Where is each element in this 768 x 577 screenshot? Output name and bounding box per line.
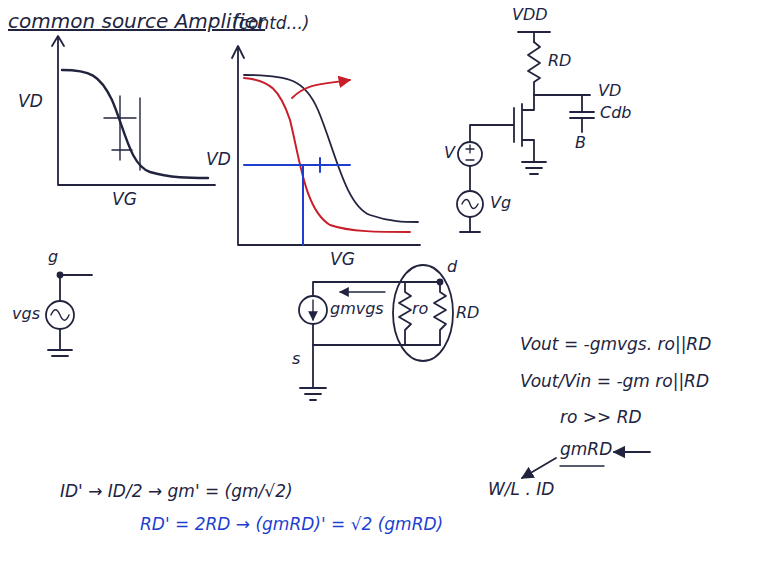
- signal-source: [46, 301, 74, 329]
- source-wave: [51, 310, 69, 321]
- equation: ro >> RD: [560, 408, 642, 428]
- current-arrow: [312, 300, 313, 320]
- ground-symbol: [48, 329, 72, 356]
- shift-arrow: [292, 80, 350, 98]
- underline: [560, 465, 604, 466]
- ground-symbol: [522, 162, 546, 174]
- supply-rail: [518, 32, 550, 42]
- gate-wire: [60, 275, 92, 301]
- resistor-label: ro: [412, 300, 428, 318]
- mosfet-symbol: [470, 95, 534, 162]
- terminal-label: B: [575, 134, 586, 152]
- swing-marks: [104, 96, 140, 170]
- source-wire: [460, 217, 480, 232]
- shifted-curve: [244, 78, 410, 232]
- axis-label: VD: [18, 92, 43, 112]
- resistor-symbol: [434, 282, 446, 345]
- supply-label: VDD: [512, 6, 548, 24]
- source-label: Vg: [490, 194, 511, 212]
- resistor-symbol: [528, 42, 540, 95]
- terminal-dot: [438, 280, 443, 285]
- terminal-label: s: [292, 350, 300, 368]
- source-label: V: [444, 144, 455, 162]
- equation: Vout/Vin = -gm ro||RD: [520, 372, 709, 392]
- bias-source: [458, 142, 482, 166]
- source-label: vgs: [12, 305, 40, 323]
- axis-label: VG: [112, 190, 137, 210]
- transfer-curve: [62, 70, 208, 178]
- terminal-label: g: [48, 248, 58, 266]
- transfer-curve: [244, 75, 418, 222]
- resistor-label: RD: [548, 52, 571, 70]
- graph-axes: [52, 36, 215, 185]
- dependency-arrow: [522, 458, 556, 478]
- capacitor-symbol: [570, 95, 594, 132]
- drain-wire: [313, 282, 440, 345]
- operating-point-lines: [244, 158, 350, 245]
- resistor-symbol: [399, 282, 411, 345]
- equation: ID' → ID/2 → gm' = (gm/√2): [60, 482, 293, 502]
- source-polarity: [466, 145, 474, 160]
- dependency-arrow: [614, 451, 650, 453]
- terminal-label: d: [447, 258, 457, 276]
- capacitor-label: Cdb: [600, 104, 631, 122]
- equation: gmRD: [560, 440, 612, 460]
- resistor-label: RD: [456, 304, 479, 322]
- source-wave: [462, 200, 478, 209]
- graph-axes: [232, 46, 420, 245]
- current-direction-arrow: [340, 291, 385, 292]
- page-title: common source Amplifier: [8, 10, 265, 33]
- axis-label: VG: [330, 250, 355, 270]
- equation: RD' = 2RD → (gmRD)' = √2 (gmRD): [140, 515, 443, 535]
- ground-symbol: [300, 345, 326, 400]
- axis-label: VD: [206, 150, 231, 170]
- source-wire: [469, 166, 471, 191]
- current-source: [299, 296, 327, 324]
- parallel-circle: [393, 265, 453, 361]
- equation: Vout = -gmvgs. ro||RD: [520, 335, 711, 355]
- signal-source: [457, 191, 483, 217]
- heading-note: (contd...): [232, 14, 309, 34]
- equation: W/L . ID: [488, 480, 554, 500]
- current-source-label: gmvgs: [330, 300, 384, 318]
- node-label: VD: [598, 82, 621, 100]
